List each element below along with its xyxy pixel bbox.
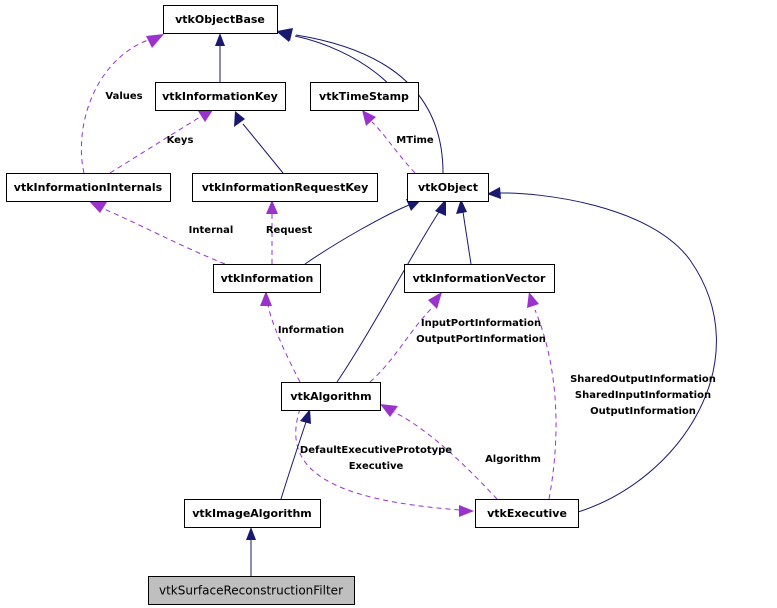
edge-layer [80,28,717,576]
node-vtkAlgorithm[interactable]: vtkAlgorithm [281,382,381,411]
edge-label-output-port-information: OutputPortInformation [416,334,546,345]
edge-label-mtime: MTime [396,135,434,146]
edge-label-executive: Executive [349,461,404,472]
edge-filter-to-imagealgorithm [246,527,256,576]
node-vtkTimeStamp[interactable]: vtkTimeStamp [310,82,419,111]
edge-key-to-objectbase [215,33,225,82]
edge-internals-keys-key [109,110,213,174]
node-label-vtkAlgorithm: vtkAlgorithm [290,390,371,403]
node-vtkInformationRequestKey[interactable]: vtkInformationRequestKey [192,173,378,202]
edge-executive-algorithm [380,404,498,500]
edge-information-to-object [304,199,422,265]
node-vtkObject[interactable]: vtkObject [407,173,489,202]
node-label-vtkObject: vtkObject [418,181,478,194]
edge-label-shared-input-information: SharedInputInformation [575,390,711,401]
edge-executive-sharedinfo [527,292,557,500]
node-label-vtkInformation: vtkInformation [221,272,314,285]
edge-label-layer: Values Keys MTime Internal Request Infor… [105,91,716,472]
edge-label-algorithm: Algorithm [485,454,541,465]
node-vtkInformation[interactable]: vtkInformation [213,264,321,293]
edge-algorithm-to-object [336,199,446,383]
node-label-vtkInformationKey: vtkInformationKey [162,90,278,103]
node-label-vtkTimeStamp: vtkTimeStamp [319,90,409,103]
edge-algorithm-executive [295,408,474,517]
edge-requestkey-to-key [234,111,284,174]
edge-information-internal [88,200,226,265]
node-label-vtkObjectBase: vtkObjectBase [175,13,265,26]
edge-executive-to-object [487,187,717,513]
node-label-vtkExecutive: vtkExecutive [487,507,567,520]
edge-label-shared-output-information: SharedOutputInformation [570,374,716,385]
edge-label-values: Values [105,91,142,102]
edge-algorithm-portinfo [369,292,442,383]
node-layer: vtkObjectBase vtkInformationKey vtkTimeS… [6,5,579,605]
node-vtkInformationInternals[interactable]: vtkInformationInternals [6,173,171,202]
node-label-vtkInformationInternals: vtkInformationInternals [14,181,163,194]
edge-infovector-to-object [456,199,472,265]
edge-information-request [266,200,278,264]
edge-internals-values-objectbase [80,34,164,174]
edge-label-keys: Keys [167,135,194,146]
edge-label-internal: Internal [189,225,234,236]
edge-imagealgorithm-to-algorithm [280,409,311,500]
edge-label-output-information: OutputInformation [590,406,696,417]
edge-label-information: Information [278,325,344,336]
edge-label-input-port-information: InputPortInformation [421,318,541,329]
node-label-vtkInformationVector: vtkInformationVector [413,272,546,285]
node-label-vtkImageAlgorithm: vtkImageAlgorithm [192,507,312,520]
edge-label-request: Request [266,225,312,236]
node-vtkExecutive[interactable]: vtkExecutive [475,499,579,528]
edge-label-default-executive-prototype: DefaultExecutivePrototype [300,445,452,456]
node-label-vtkSurfaceReconstructionFilter: vtkSurfaceReconstructionFilter [159,584,343,598]
node-vtkImageAlgorithm[interactable]: vtkImageAlgorithm [184,499,321,528]
edge-algorithm-information [260,291,301,383]
node-vtkObjectBase[interactable]: vtkObjectBase [163,5,278,34]
node-vtkSurfaceReconstructionFilter[interactable]: vtkSurfaceReconstructionFilter [148,576,355,605]
node-label-vtkInformationRequestKey: vtkInformationRequestKey [202,181,369,194]
node-vtkInformationKey[interactable]: vtkInformationKey [155,82,286,111]
node-vtkInformationVector[interactable]: vtkInformationVector [404,264,555,293]
edge-object-mtime-timestamp [362,110,416,174]
